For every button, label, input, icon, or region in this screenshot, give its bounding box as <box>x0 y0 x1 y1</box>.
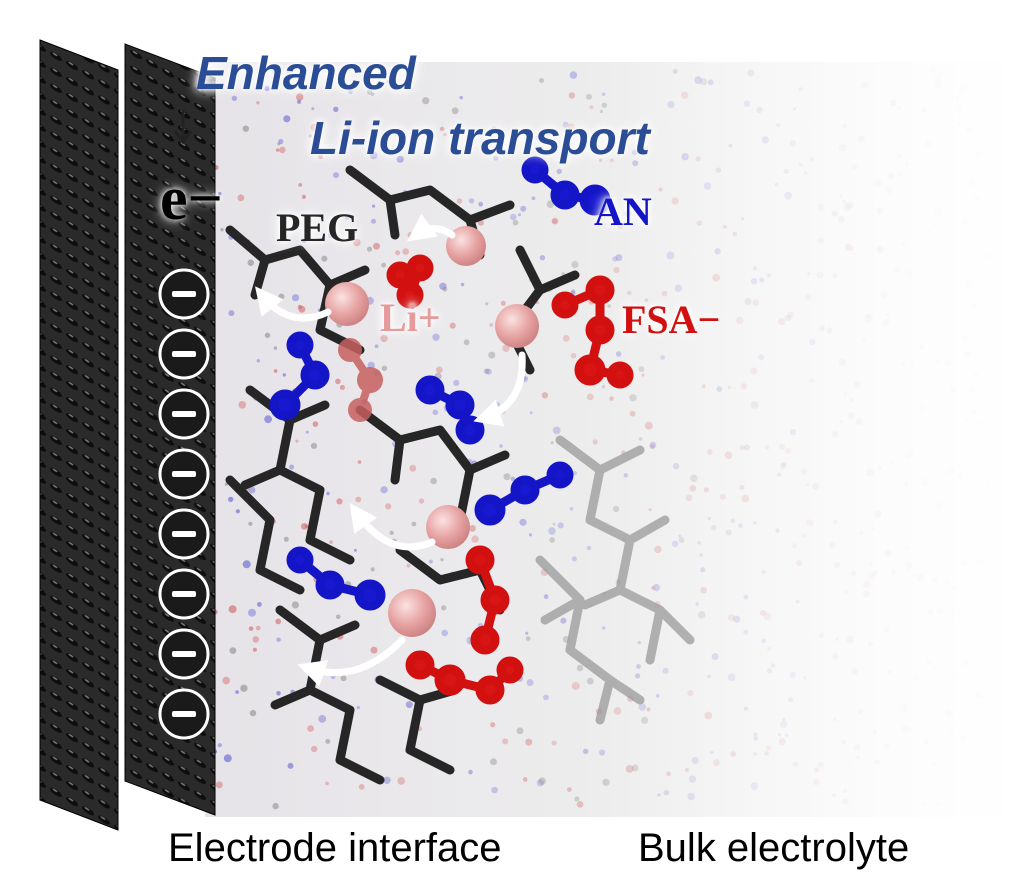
negative-charge-icon <box>158 508 210 560</box>
title-line1: Enhanced <box>196 47 416 99</box>
fsa-molecules <box>386 254 634 705</box>
caption-bulk-electrolyte: Bulk electrolyte <box>638 826 910 870</box>
transport-arrows <box>254 213 526 687</box>
an-label: AN <box>594 189 652 234</box>
li-ions <box>325 226 539 637</box>
negative-charge-icon <box>158 388 210 440</box>
peg-chains <box>225 165 580 785</box>
title-line2: Li-ion transport <box>310 112 650 164</box>
negative-charge-icon <box>158 268 210 320</box>
peg-chains-faded <box>535 435 695 725</box>
negative-charge-icon <box>158 628 210 680</box>
electron-label: e− <box>160 165 223 233</box>
caption-electrode-interface: Electrode interface <box>168 826 502 870</box>
fsa-label: FSA− <box>622 297 721 342</box>
an-molecules <box>269 156 611 611</box>
negative-charge-icon <box>158 568 210 620</box>
negative-charge-icon <box>158 688 210 740</box>
peg-label: PEG <box>276 205 359 250</box>
fsa-molecule-faded <box>338 338 383 422</box>
electron-down-arrow <box>173 110 193 145</box>
surface-charges <box>158 268 210 740</box>
negative-charge-icon <box>158 328 210 380</box>
negative-charge-icon <box>158 448 210 500</box>
li-label: Li+ <box>380 295 441 340</box>
